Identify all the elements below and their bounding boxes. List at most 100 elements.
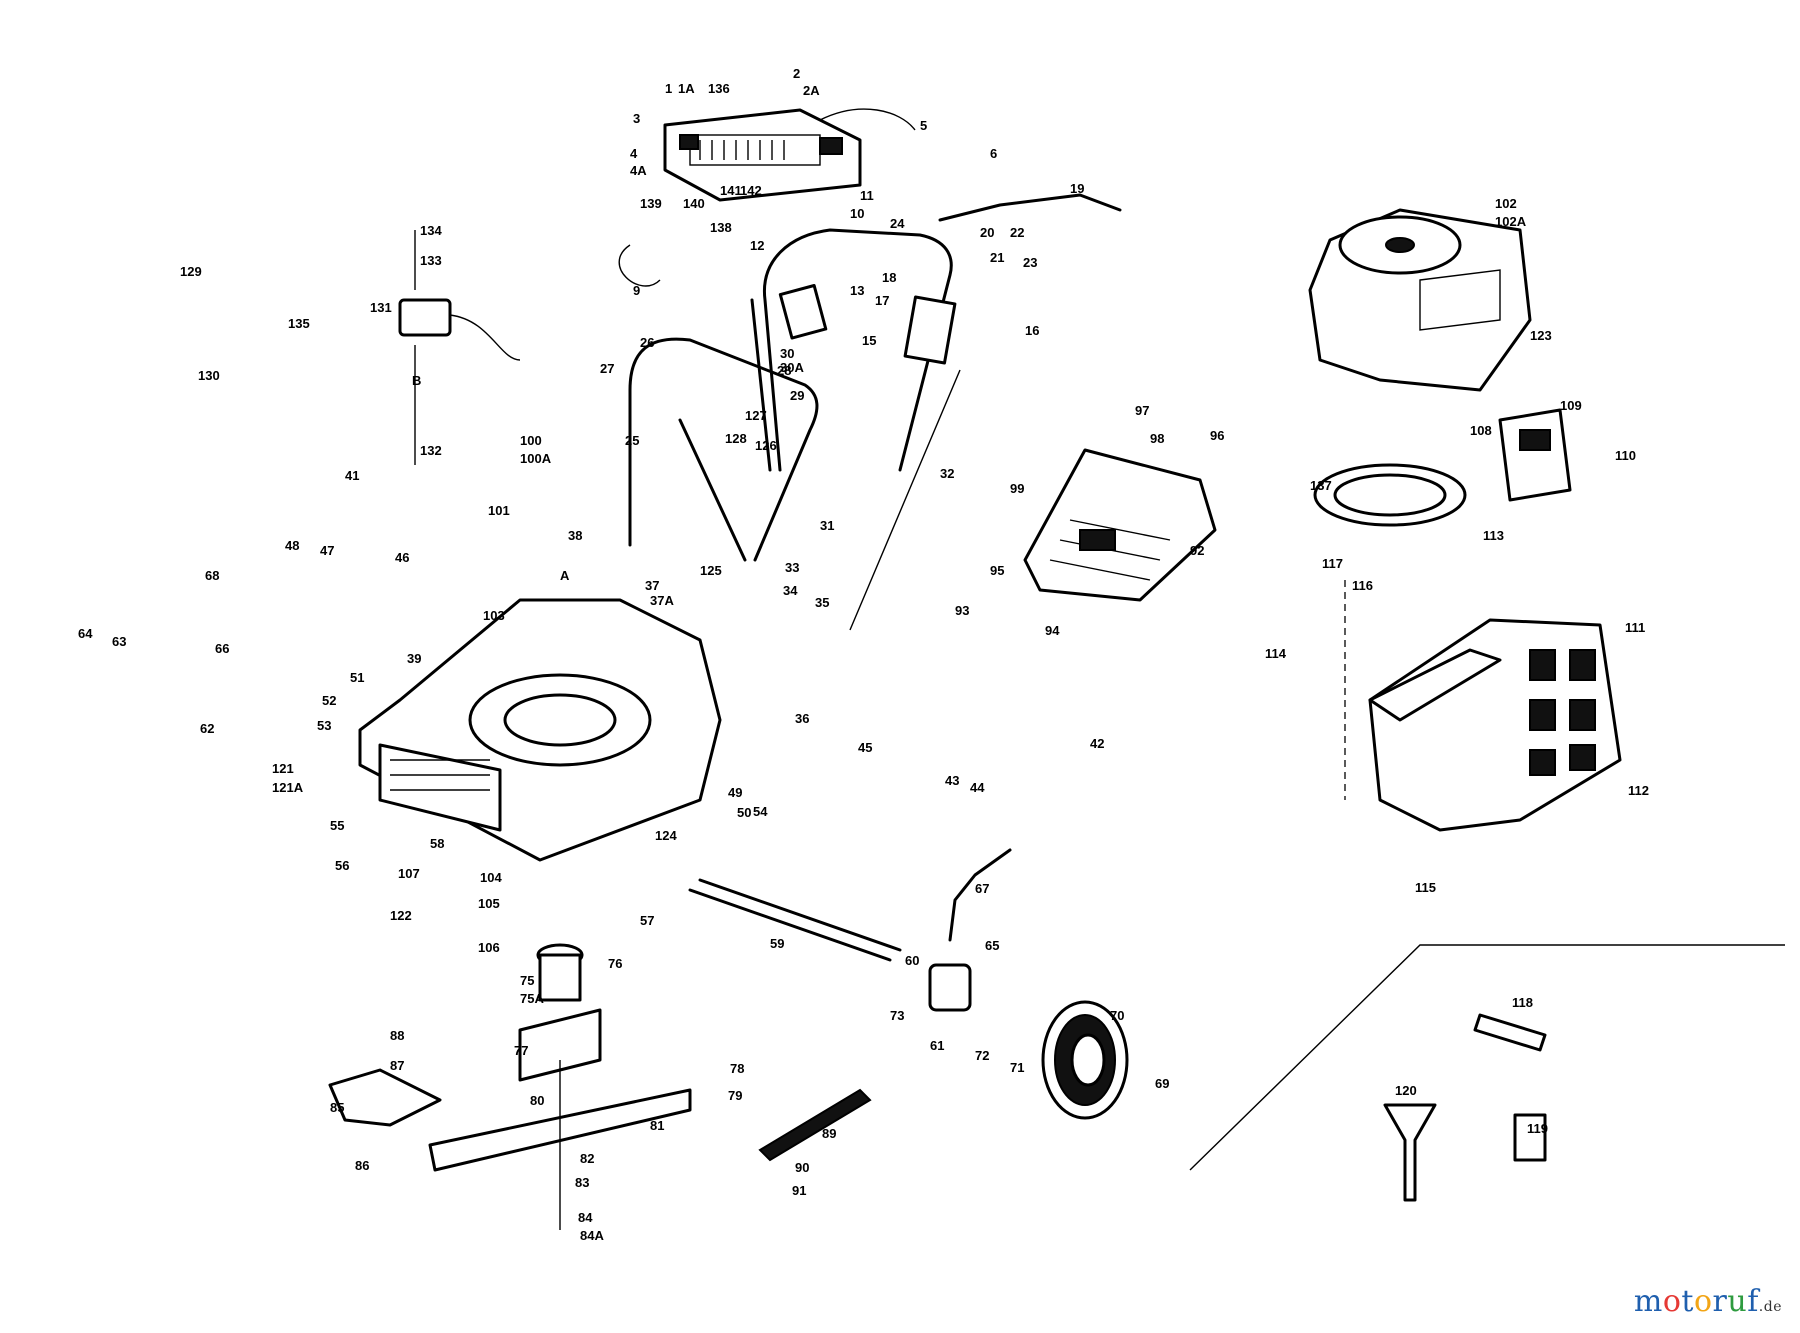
callout-94: 94 bbox=[1045, 623, 1060, 638]
callout-15: 15 bbox=[862, 333, 876, 348]
callout-120: 120 bbox=[1395, 1083, 1417, 1098]
callout-21: 21 bbox=[990, 250, 1004, 265]
handle-control-box bbox=[663, 108, 916, 202]
callout-99: 99 bbox=[1010, 481, 1024, 496]
callout-128: 128 bbox=[725, 431, 747, 446]
callout-10: 10 bbox=[850, 206, 864, 221]
callout-45: 45 bbox=[858, 740, 872, 755]
blade-adapter bbox=[518, 943, 602, 1082]
callout-61: 61 bbox=[930, 1038, 944, 1053]
callout-133: 133 bbox=[420, 253, 442, 268]
air-filter bbox=[1498, 408, 1572, 502]
callout-98: 98 bbox=[1150, 431, 1164, 446]
callout-118: 118 bbox=[1512, 995, 1533, 1010]
callout-123: 123 bbox=[1530, 328, 1552, 343]
callout-108: 108 bbox=[1470, 423, 1492, 438]
callout-51: 51 bbox=[350, 670, 364, 685]
callout-54: 54 bbox=[753, 804, 768, 819]
callout-138: 138 bbox=[710, 220, 732, 235]
rear-wheel bbox=[1041, 1000, 1129, 1120]
callout-84: 84 bbox=[578, 1210, 593, 1225]
callout-46: 46 bbox=[395, 550, 409, 565]
callout-49: 49 bbox=[728, 785, 742, 800]
callout-102A: 102A bbox=[1495, 214, 1527, 229]
motoruf-watermark: motoruf.de bbox=[1634, 1284, 1782, 1319]
callout-129: 129 bbox=[180, 264, 202, 279]
callout-41: 41 bbox=[345, 468, 359, 483]
callout-43: 43 bbox=[945, 773, 959, 788]
callout-65: 65 bbox=[985, 938, 999, 953]
callout-100A: 100A bbox=[520, 451, 552, 466]
wm-seg-2: t bbox=[1681, 1284, 1694, 1319]
callout-38: 38 bbox=[568, 528, 582, 543]
callout-79: 79 bbox=[728, 1088, 742, 1103]
callout-6: 6 bbox=[990, 146, 997, 161]
wm-seg-3: o bbox=[1693, 1284, 1713, 1319]
callout-124: 124 bbox=[655, 828, 677, 843]
callout-27: 27 bbox=[600, 361, 614, 376]
callout-102: 102 bbox=[1495, 196, 1517, 211]
callout-84A: 84A bbox=[580, 1228, 604, 1243]
handle-upper bbox=[750, 228, 957, 472]
callout-116: 116 bbox=[1352, 578, 1373, 593]
callout-137: 137 bbox=[1310, 478, 1332, 493]
engine-gasket bbox=[1313, 463, 1467, 527]
callout-121: 121 bbox=[272, 761, 294, 776]
callout-11: 11 bbox=[860, 188, 874, 203]
callout-53: 53 bbox=[317, 718, 331, 733]
callout-81: 81 bbox=[650, 1118, 664, 1133]
callout-25: 25 bbox=[625, 433, 639, 448]
mulch-insert bbox=[758, 1088, 872, 1162]
callout-42: 42 bbox=[1090, 736, 1104, 751]
callout-91: 91 bbox=[792, 1183, 806, 1198]
callout-75: 75 bbox=[520, 973, 534, 988]
callout-85: 85 bbox=[330, 1100, 344, 1115]
callout-136: 136 bbox=[708, 81, 730, 96]
callout-32: 32 bbox=[940, 466, 954, 481]
callout-30: 30 bbox=[780, 346, 794, 361]
callout-95: 95 bbox=[990, 563, 1004, 578]
callout-19: 19 bbox=[1070, 181, 1084, 196]
callout-69: 69 bbox=[1155, 1076, 1169, 1091]
callout-55: 55 bbox=[330, 818, 344, 833]
callout-125: 125 bbox=[700, 563, 722, 578]
callout-106: 106 bbox=[478, 940, 500, 955]
tools-inset bbox=[1189, 944, 1785, 1202]
callout-16: 16 bbox=[1025, 323, 1039, 338]
callout-88: 88 bbox=[390, 1028, 404, 1043]
callout-33: 33 bbox=[785, 560, 799, 575]
callout-39: 39 bbox=[407, 651, 421, 666]
callout-37A: 37A bbox=[650, 593, 674, 608]
callout-117: 117 bbox=[1322, 556, 1343, 571]
callout-112: 112 bbox=[1628, 783, 1649, 798]
callout-113: 113 bbox=[1483, 528, 1504, 543]
callout-59: 59 bbox=[770, 936, 784, 951]
control-cable bbox=[618, 193, 1122, 631]
callout-121A: 121A bbox=[272, 780, 304, 795]
callout-29: 29 bbox=[790, 388, 804, 403]
callout-109: 109 bbox=[1560, 398, 1582, 413]
rear-axle bbox=[688, 878, 902, 962]
callout-22: 22 bbox=[1010, 225, 1024, 240]
callout-67: 67 bbox=[975, 881, 989, 896]
callout-26: 26 bbox=[640, 335, 654, 350]
callout-76: 76 bbox=[608, 956, 622, 971]
callout-75A: 75A bbox=[520, 991, 544, 1006]
callout-132: 132 bbox=[420, 443, 442, 458]
callout-3: 3 bbox=[633, 111, 640, 126]
grass-catcher bbox=[1344, 580, 1622, 832]
callout-1: 1 bbox=[665, 81, 672, 96]
callout-92: 92 bbox=[1190, 543, 1204, 558]
callout-89: 89 bbox=[822, 1126, 836, 1141]
callout-68: 68 bbox=[205, 568, 219, 583]
callout-71: 71 bbox=[1010, 1060, 1024, 1075]
callout-4: 4 bbox=[630, 146, 638, 161]
wm-seg-4: r bbox=[1712, 1284, 1728, 1319]
callout-83: 83 bbox=[575, 1175, 589, 1190]
callout-96: 96 bbox=[1210, 428, 1224, 443]
callout-103: 103 bbox=[483, 608, 505, 623]
callout-18: 18 bbox=[882, 270, 896, 285]
callout-B: B bbox=[412, 373, 421, 388]
callout-77: 77 bbox=[514, 1043, 528, 1058]
